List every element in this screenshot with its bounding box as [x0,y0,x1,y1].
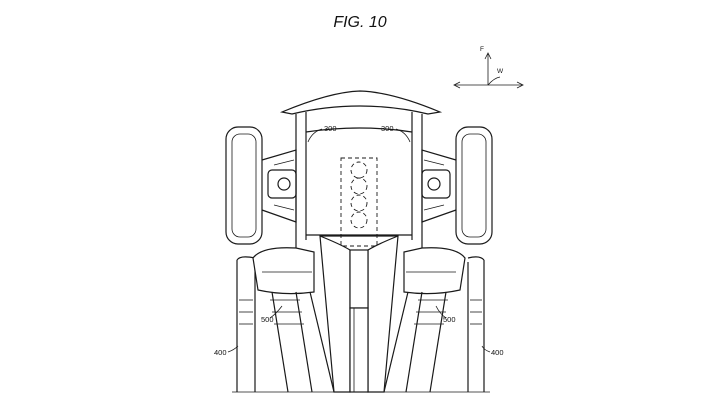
wing-struts [295,112,423,250]
wheel-right [455,126,493,245]
top-wing [279,90,443,115]
ref-400-left: 400 [214,348,227,357]
central-column [319,235,399,393]
wheel-left [225,126,263,245]
leader-lines [227,128,491,353]
front-arrowhead [484,52,492,60]
central-body [305,127,413,236]
axle-mount-right [421,149,457,223]
direction-indicator: F W [453,46,524,89]
support-member-left [270,291,335,393]
axle-mount-left [261,149,297,223]
ref-500-right: 500 [443,315,456,324]
width-arrowhead-right [516,81,524,89]
ref-300-left: 300 [324,124,337,133]
figure-title: FIG. 10 [333,14,386,31]
front-label: F [480,46,484,53]
leg-right [467,256,485,392]
side-pod-left [252,247,315,295]
side-pod-right [403,247,466,295]
support-member-right [383,291,448,393]
ref-300-right: 300 [381,124,394,133]
ref-400-right: 400 [491,348,504,357]
ref-500-left: 500 [261,315,274,324]
engine-outline [340,157,378,247]
width-label: W [497,68,504,75]
leg-left [236,256,256,392]
width-label-leader [487,76,501,86]
width-arrowhead-left [453,81,461,89]
